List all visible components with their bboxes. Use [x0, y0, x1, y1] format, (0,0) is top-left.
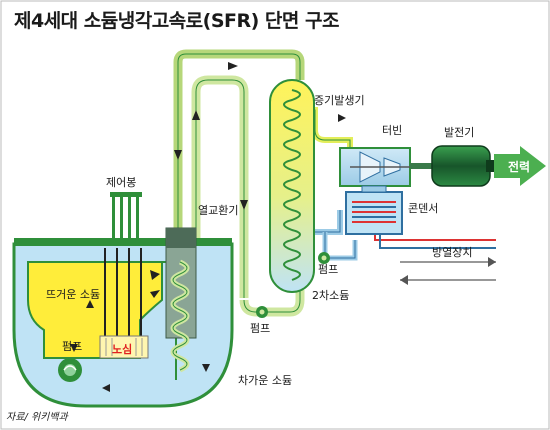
- label-power: 전력: [508, 159, 530, 174]
- label-steam-generator: 증기발생기: [314, 94, 365, 107]
- reactor-core: [99, 335, 149, 359]
- source-credit: 자료/ 위키백과: [6, 411, 69, 423]
- label-control-rod: 제어봉: [106, 176, 136, 189]
- generator: [431, 145, 494, 187]
- label-turbine: 터빈: [382, 124, 402, 137]
- label-pump-reactor: 펌프: [62, 340, 82, 353]
- pipe-flow-arrows: [174, 62, 346, 210]
- turbine-shaft: [410, 163, 432, 169]
- power-arrow: [494, 146, 546, 186]
- steam-pump: [318, 252, 330, 264]
- label-hot-sodium: 뜨거운 소듐: [46, 288, 100, 301]
- heat-discharge-lines: [374, 228, 496, 285]
- label-heat-discharge: 방열장치: [432, 246, 472, 259]
- page-title: 제4세대 소듐냉각고속로(SFR) 단면 구조: [14, 10, 339, 32]
- label-pump-upper: 펌프: [318, 263, 338, 276]
- control-rods: [104, 192, 142, 346]
- turbine: [339, 147, 412, 187]
- reactor-vessel: [12, 227, 234, 408]
- label-core: 노심: [112, 342, 132, 356]
- label-secondary-sodium: 2차소듐: [312, 289, 349, 302]
- reactor-flow-arrows: [70, 270, 210, 392]
- label-heat-exchanger: 열교환기: [198, 204, 238, 217]
- label-cold-sodium: 차가운 소듐: [238, 374, 292, 387]
- condenser: [345, 185, 403, 235]
- reactor-pump: [58, 358, 82, 382]
- steam-generator: [269, 79, 315, 293]
- secondary-loop-pipes: [173, 49, 305, 317]
- label-condenser: 콘덴서: [408, 202, 438, 215]
- label-pump-lower: 펌프: [250, 322, 270, 335]
- loop-pump: [256, 306, 268, 318]
- label-generator: 발전기: [444, 126, 474, 139]
